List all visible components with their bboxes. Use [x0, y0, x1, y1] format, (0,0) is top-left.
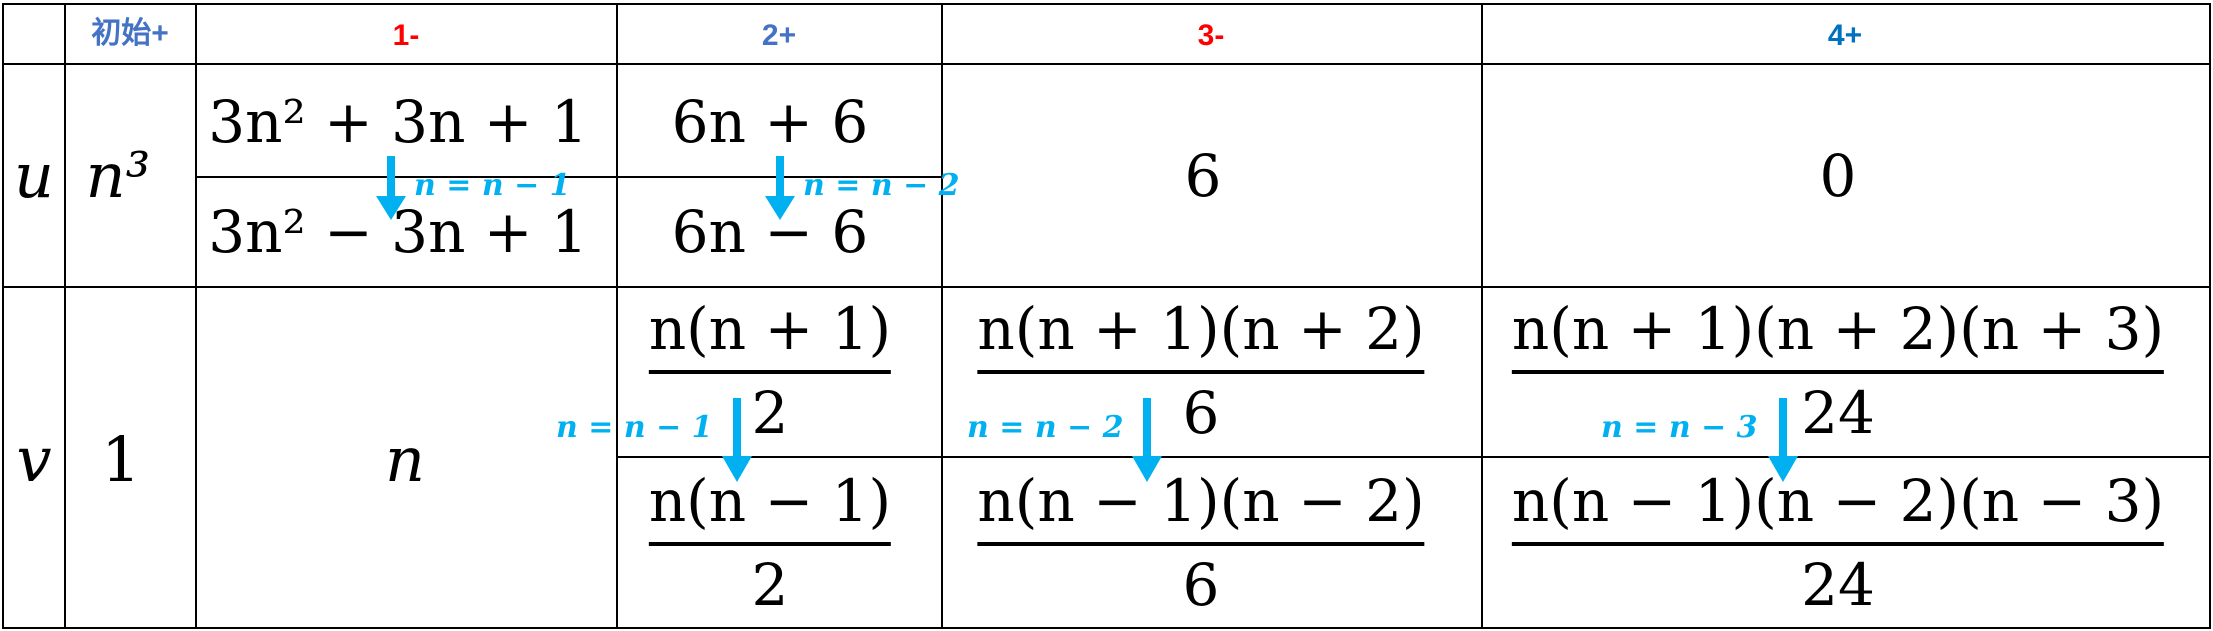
substitution-v2: n = n − 1: [556, 410, 713, 445]
row-u-divider: [2, 286, 2211, 288]
row-v-start: 1: [101, 423, 141, 496]
down-arrow-icon: [1132, 398, 1162, 482]
substitution-v4: n = n − 3: [1601, 410, 1758, 445]
fraction-denominator: 6: [1182, 551, 1220, 619]
fraction-denominator: 24: [1801, 379, 1875, 447]
u-col1-top: 3n² + 3n + 1: [208, 88, 588, 156]
down-arrow-icon: [1768, 398, 1798, 482]
v-col4-top-fraction: n(n + 1)(n + 2)(n + 3) 24: [1511, 295, 2165, 447]
fraction-bar: [648, 542, 892, 546]
v-col3-top-fraction: n(n + 1)(n + 2) 6: [977, 295, 1425, 447]
row-u-start: n³: [85, 139, 151, 212]
v-col4-bottom-fraction: n(n − 1)(n − 2)(n − 3) 24: [1511, 467, 2165, 619]
v-col3-bottom-fraction: n(n − 1)(n − 2) 6: [977, 467, 1425, 619]
row-v-label: v: [16, 423, 52, 496]
row-u-label: u: [14, 139, 54, 212]
header-col-4: 4+: [1827, 19, 1863, 52]
table-border-bottom: [2, 627, 2211, 629]
u-col3: 6: [1184, 142, 1222, 210]
down-arrow-icon: [376, 156, 406, 220]
fraction-bar: [1511, 370, 2165, 374]
v-col2-top-fraction: n(n + 1) 2: [648, 295, 892, 447]
fraction-numerator: n(n + 1)(n + 2)(n + 3): [1511, 295, 2165, 363]
u-col2-top: 6n + 6: [671, 88, 869, 156]
fraction-bar: [648, 370, 892, 374]
u-col1-bottom: 3n² − 3n + 1: [208, 198, 588, 266]
v-col2-bottom-fraction: n(n − 1) 2: [648, 467, 892, 619]
col-divider-3: [616, 3, 618, 629]
table-border-right: [2209, 3, 2211, 629]
fraction-numerator: n(n + 1): [648, 295, 892, 363]
u-inner-divider: [196, 176, 942, 178]
col-divider-2: [195, 3, 197, 629]
header-col-3: 3-: [1197, 19, 1225, 52]
table-border-top: [2, 3, 2211, 5]
fraction-denominator: 2: [751, 551, 789, 619]
v-inner-divider: [617, 456, 2211, 458]
header-start: 初始+: [91, 17, 169, 50]
col-divider-4: [941, 3, 943, 629]
fraction-numerator: n(n − 1)(n − 2): [977, 467, 1425, 535]
header-divider: [2, 63, 2211, 65]
header-col-1: 1-: [392, 19, 420, 52]
fraction-denominator: 2: [751, 379, 789, 447]
fraction-denominator: 6: [1182, 379, 1220, 447]
substitution-u2: n = n − 2: [803, 168, 960, 203]
fraction-numerator: n(n + 1)(n + 2): [977, 295, 1425, 363]
fraction-numerator: n(n − 1): [648, 467, 892, 535]
fraction-bar: [1511, 542, 2165, 546]
substitution-u1: n = n − 1: [414, 168, 571, 203]
fraction-bar: [977, 370, 1425, 374]
col-divider-1: [64, 3, 66, 629]
down-arrow-icon: [765, 156, 795, 220]
col-divider-5: [1481, 3, 1483, 629]
substitution-v3: n = n − 2: [967, 410, 1124, 445]
fraction-numerator: n(n − 1)(n − 2)(n − 3): [1511, 467, 2165, 535]
fraction-denominator: 24: [1801, 551, 1875, 619]
u-col2-bottom: 6n − 6: [671, 198, 869, 266]
down-arrow-icon: [722, 398, 752, 482]
fraction-bar: [977, 542, 1425, 546]
header-col-2: 2+: [761, 19, 797, 52]
v-col1: n: [385, 423, 425, 496]
table-border-left: [2, 3, 4, 629]
u-col4: 0: [1819, 142, 1857, 210]
